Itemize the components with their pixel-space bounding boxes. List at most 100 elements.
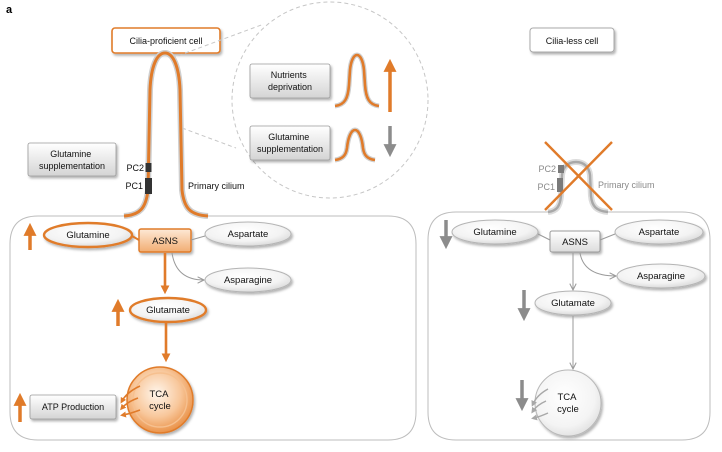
left-pc2-label: PC2 — [126, 163, 144, 173]
right-aspartate-to-asns-link — [599, 233, 616, 241]
right-glutamate-label: Glutamate — [551, 298, 595, 309]
right-title: Cilia-less cell — [546, 36, 599, 46]
left-aspartate-node: Aspartate — [204, 221, 292, 247]
left-asns-to-asparagine-arrow — [171, 252, 204, 280]
inset-glutamine-line1: Glutamine — [268, 132, 309, 142]
right-tca-label: TCA cycle — [557, 392, 579, 415]
left-tca-label: TCA cycle — [149, 389, 171, 412]
left-atp-label: ATP Production — [42, 402, 104, 412]
left-title: Cilia-proficient cell — [129, 36, 202, 46]
right-glutamate-ellipse — [534, 290, 612, 316]
left-asns-label: ASNS — [152, 236, 178, 247]
left-title-box: Cilia-proficient cell — [111, 27, 221, 54]
right-aspartate-label: Aspartate — [639, 227, 680, 238]
right-primary-cilium — [547, 160, 609, 214]
right-glutamine-ellipse — [451, 219, 539, 245]
left-supplementation-label: Glutamine supplementation — [39, 149, 105, 171]
left-panel: Cilia-proficient cell Nutrients deprivat… — [9, 1, 429, 441]
inset-leader-line-top — [171, 23, 265, 59]
right-tca-output-swoosh — [531, 412, 549, 421]
right-asparagine-label: Asparagine — [637, 271, 685, 282]
inset-nutrients-line1: Nutrients — [271, 70, 308, 80]
right-aspartate-node: Aspartate — [614, 219, 704, 245]
left-glutamine-node: Glutamine — [42, 221, 134, 249]
right-asns-to-asparagine-arrow — [579, 252, 616, 276]
right-glutamine-to-asns-link — [537, 233, 551, 241]
right-pc2-label: PC2 — [538, 164, 556, 174]
inset-glutamine-box: Glutamine supplementation — [249, 125, 331, 161]
inset-circle — [231, 1, 429, 199]
left-asparagine-label: Asparagine — [224, 275, 272, 286]
left-aspartate-label: Aspartate — [228, 229, 269, 240]
inset-leader-line-bottom — [181, 127, 237, 149]
inset-long-cilium — [334, 53, 380, 108]
left-primary-cilium-label: Primary cilium — [188, 181, 245, 191]
left-supplementation-line2: supplementation — [39, 161, 105, 171]
left-tca-output-swoosh — [120, 397, 139, 411]
left-cell-outline — [9, 215, 417, 441]
left-tca-output-swoosh — [120, 409, 141, 418]
left-aspartate-to-asns-link — [190, 235, 206, 241]
inset-nutrients-frame — [249, 63, 331, 99]
inset-nutrients-box: Nutrients deprivation — [249, 63, 331, 99]
left-tca-cycle: TCA cycle — [120, 366, 194, 434]
right-cell-outline — [427, 211, 711, 441]
left-supplementation-box: Glutamine supplementation — [27, 142, 117, 177]
right-pc2-marker — [558, 165, 564, 173]
right-tca-line1: TCA — [557, 392, 577, 403]
right-title-box: Cilia-less cell — [529, 27, 615, 53]
inset-nutrients-label: Nutrients deprivation — [268, 70, 312, 92]
right-tca-line2: cycle — [557, 404, 579, 415]
left-pc1-marker — [145, 178, 152, 194]
right-primary-cilium-label: Primary cilium — [598, 180, 655, 190]
right-glutamine-label: Glutamine — [473, 227, 516, 238]
right-asns-node: ASNS — [549, 230, 601, 253]
left-tca-line2: cycle — [149, 401, 171, 412]
right-panel: Cilia-less cell PC2 PC1 Primary cilium G… — [427, 27, 711, 441]
left-supplementation-frame — [27, 142, 117, 177]
left-aspartate-ellipse — [204, 221, 292, 247]
right-asns-box — [549, 230, 601, 253]
right-tca-output-swoosh — [531, 388, 549, 407]
left-asns-box — [138, 228, 192, 253]
left-supplementation-line1: Glutamine — [50, 149, 91, 159]
panel-label: a — [6, 4, 13, 16]
left-atp-box: ATP Production — [29, 394, 117, 420]
right-tca-cycle: TCA cycle — [531, 369, 602, 437]
left-glutamate-ellipse — [128, 296, 208, 324]
right-glutamine-node: Glutamine — [451, 219, 539, 245]
right-glutamate-node: Glutamate — [534, 290, 612, 316]
inset-glutamine-label: Glutamine supplementation — [257, 132, 323, 154]
left-tca-circle — [126, 366, 194, 434]
cross-stroke-b — [544, 141, 613, 211]
left-asparagine-node: Asparagine — [204, 267, 292, 293]
right-tca-output-swoosh — [531, 400, 547, 414]
right-asparagine-ellipse — [616, 263, 706, 289]
right-asparagine-node: Asparagine — [616, 263, 706, 289]
left-tca-line1: TCA — [149, 389, 169, 400]
right-title-frame — [529, 27, 615, 53]
zoom-inset: Nutrients deprivation Glutamine suppleme… — [171, 1, 429, 199]
left-glutamate-node: Glutamate — [128, 296, 208, 324]
inset-glutamine-line2: supplementation — [257, 144, 323, 154]
left-pc2-marker — [145, 163, 152, 172]
right-pc1-label: PC1 — [537, 182, 555, 192]
left-asns-node: ASNS — [138, 228, 192, 253]
left-atp-frame — [29, 394, 117, 420]
left-glutamine-to-asns-link — [131, 235, 140, 241]
cross-icon — [544, 141, 613, 211]
inset-glutamine-frame — [249, 125, 331, 161]
inset-nutrients-line2: deprivation — [268, 82, 312, 92]
left-primary-cilium-shadow — [123, 49, 209, 219]
right-pc1-marker — [557, 178, 563, 192]
left-tca-output-swoosh — [120, 385, 141, 404]
right-asns-label: ASNS — [562, 237, 588, 248]
inset-short-cilium — [334, 128, 376, 162]
left-asparagine-ellipse — [204, 267, 292, 293]
left-pc1-label: PC1 — [125, 181, 143, 191]
left-glutamate-label: Glutamate — [146, 305, 190, 316]
right-aspartate-ellipse — [614, 219, 704, 245]
left-glutamine-label: Glutamine — [66, 230, 109, 241]
left-primary-cilium — [123, 51, 209, 218]
